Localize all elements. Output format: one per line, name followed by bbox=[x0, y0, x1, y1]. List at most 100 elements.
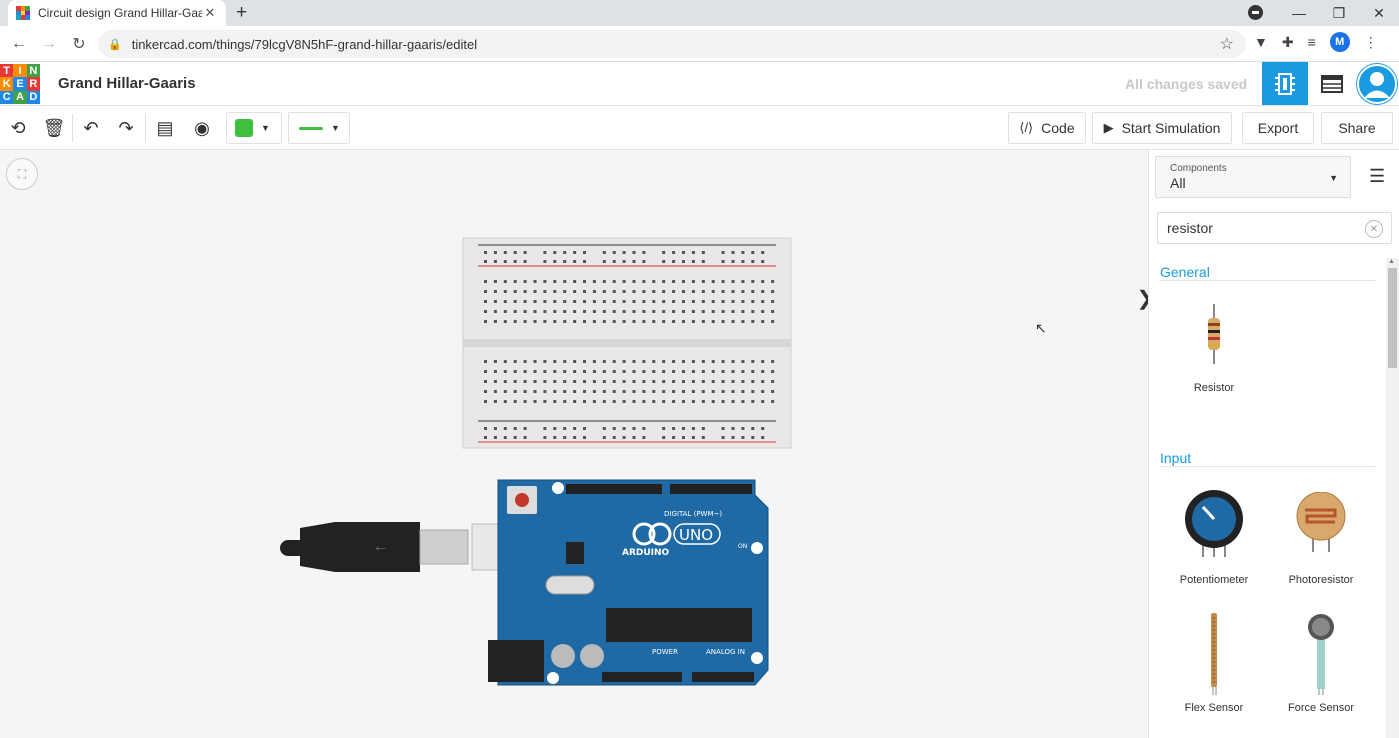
breadboard-hole[interactable] bbox=[672, 260, 676, 263]
component-force-sensor[interactable]: Force Sensor bbox=[1271, 608, 1371, 714]
breadboard-hole[interactable] bbox=[513, 280, 517, 283]
breadboard-hole[interactable] bbox=[602, 370, 606, 373]
puzzle-extension-icon[interactable]: ✚ bbox=[1281, 33, 1294, 50]
breadboard-hole[interactable] bbox=[543, 427, 547, 430]
breadboard-hole[interactable] bbox=[602, 280, 606, 283]
breadboard-hole[interactable] bbox=[672, 320, 676, 323]
breadboard-hole[interactable] bbox=[484, 280, 487, 283]
breadboard-hole[interactable] bbox=[513, 436, 517, 439]
breadboard-hole[interactable] bbox=[553, 360, 557, 363]
breadboard-hole[interactable] bbox=[642, 251, 646, 254]
breadboard-hole[interactable] bbox=[612, 290, 616, 293]
back-icon[interactable]: ← bbox=[11, 34, 27, 52]
breadboard-hole[interactable] bbox=[563, 427, 567, 430]
browser-tab[interactable]: Circuit design Grand Hillar-Gaaris ✕ bbox=[8, 0, 226, 26]
breadboard-hole[interactable] bbox=[592, 300, 596, 303]
breadboard-hole[interactable] bbox=[632, 320, 636, 323]
breadboard-hole[interactable] bbox=[711, 310, 715, 313]
breadboard-hole[interactable] bbox=[612, 380, 616, 383]
breadboard-hole[interactable] bbox=[493, 260, 497, 263]
breadboard-hole[interactable] bbox=[721, 280, 725, 283]
breadboard-hole[interactable] bbox=[493, 300, 497, 303]
filter-extension-icon[interactable]: ▼ bbox=[1254, 34, 1268, 50]
breadboard-hole[interactable] bbox=[484, 370, 487, 373]
component-search-input[interactable]: resistor ✕ bbox=[1157, 212, 1392, 244]
breadboard-hole[interactable] bbox=[622, 380, 626, 383]
close-window-icon[interactable]: ✕ bbox=[1373, 4, 1385, 21]
circuit-canvas[interactable]: ⭠ UNO ARDUINO DIGITAL (PWM bbox=[0, 150, 1148, 738]
breadboard-hole[interactable] bbox=[632, 390, 636, 393]
breadboard-hole[interactable] bbox=[573, 280, 577, 283]
breadboard-hole[interactable] bbox=[553, 436, 557, 439]
breadboard-hole[interactable] bbox=[583, 360, 586, 363]
breadboard-hole[interactable] bbox=[622, 370, 626, 373]
breadboard-hole[interactable] bbox=[701, 360, 705, 363]
breadboard-hole[interactable] bbox=[622, 251, 626, 254]
breadboard-hole[interactable] bbox=[652, 380, 656, 383]
breadboard-hole[interactable] bbox=[513, 427, 517, 430]
breadboard-hole[interactable] bbox=[741, 436, 745, 439]
breadboard-hole[interactable] bbox=[553, 300, 557, 303]
breadboard-hole[interactable] bbox=[543, 370, 547, 373]
breadboard-hole[interactable] bbox=[563, 400, 567, 403]
breadboard-hole[interactable] bbox=[691, 290, 695, 293]
breadboard-hole[interactable] bbox=[642, 360, 646, 363]
breadboard-hole[interactable] bbox=[721, 427, 725, 430]
breadboard-hole[interactable] bbox=[543, 380, 547, 383]
breadboard-hole[interactable] bbox=[682, 300, 685, 303]
breadboard-hole[interactable] bbox=[493, 380, 497, 383]
breadboard-hole[interactable] bbox=[622, 300, 626, 303]
breadboard-hole[interactable] bbox=[493, 427, 497, 430]
breadboard-hole[interactable] bbox=[701, 280, 705, 283]
component-potentiometer[interactable]: Potentiometer bbox=[1164, 482, 1264, 586]
breadboard-hole[interactable] bbox=[632, 290, 636, 293]
panel-scrollbar[interactable]: ▲ bbox=[1386, 258, 1399, 738]
breadboard-hole[interactable] bbox=[484, 400, 487, 403]
breadboard-hole[interactable] bbox=[543, 390, 547, 393]
breadboard-hole[interactable] bbox=[563, 320, 567, 323]
breadboard-hole[interactable] bbox=[751, 427, 755, 430]
breadboard-hole[interactable] bbox=[751, 370, 755, 373]
breadboard-hole[interactable] bbox=[731, 251, 735, 254]
breadboard-hole[interactable] bbox=[761, 320, 765, 323]
breadboard-hole[interactable] bbox=[573, 427, 577, 430]
breadboard-hole[interactable] bbox=[563, 436, 567, 439]
breadboard-hole[interactable] bbox=[642, 290, 646, 293]
clear-search-icon[interactable]: ✕ bbox=[1365, 220, 1383, 238]
breadboard-hole[interactable] bbox=[761, 360, 765, 363]
breadboard-hole[interactable] bbox=[662, 320, 666, 323]
breadboard-hole[interactable] bbox=[682, 436, 685, 439]
breadboard-hole[interactable] bbox=[622, 310, 626, 313]
breadboard-hole[interactable] bbox=[751, 310, 755, 313]
undo-icon[interactable]: ↶ bbox=[83, 117, 99, 138]
breadboard-hole[interactable] bbox=[662, 427, 666, 430]
breadboard-hole[interactable] bbox=[602, 400, 606, 403]
breadboard-hole[interactable] bbox=[563, 260, 567, 263]
breadboard-hole[interactable] bbox=[503, 436, 507, 439]
breadboard-hole[interactable] bbox=[612, 360, 616, 363]
scroll-up-icon[interactable]: ▲ bbox=[1388, 258, 1395, 265]
breadboard-hole[interactable] bbox=[662, 260, 666, 263]
breadboard-hole[interactable] bbox=[503, 427, 507, 430]
breadboard-hole[interactable] bbox=[632, 280, 636, 283]
breadboard-hole[interactable] bbox=[771, 380, 775, 383]
breadboard-hole[interactable] bbox=[543, 260, 547, 263]
breadboard-hole[interactable] bbox=[612, 300, 616, 303]
breadboard-hole[interactable] bbox=[592, 280, 596, 283]
breadboard-hole[interactable] bbox=[682, 370, 685, 373]
breadboard-hole[interactable] bbox=[642, 400, 646, 403]
breadboard-hole[interactable] bbox=[731, 436, 735, 439]
breadboard-hole[interactable] bbox=[563, 370, 567, 373]
breadboard-hole[interactable] bbox=[573, 320, 577, 323]
breadboard-hole[interactable] bbox=[484, 427, 487, 430]
breadboard-hole[interactable] bbox=[751, 290, 755, 293]
breadboard-hole[interactable] bbox=[612, 260, 616, 263]
breadboard-hole[interactable] bbox=[503, 360, 507, 363]
breadboard-hole[interactable] bbox=[553, 400, 557, 403]
breadboard-hole[interactable] bbox=[662, 300, 666, 303]
breadboard-hole[interactable] bbox=[701, 390, 705, 393]
breadboard-hole[interactable] bbox=[682, 320, 685, 323]
breadboard-hole[interactable] bbox=[553, 260, 557, 263]
breadboard-hole[interactable] bbox=[523, 300, 527, 303]
breadboard-hole[interactable] bbox=[741, 320, 745, 323]
